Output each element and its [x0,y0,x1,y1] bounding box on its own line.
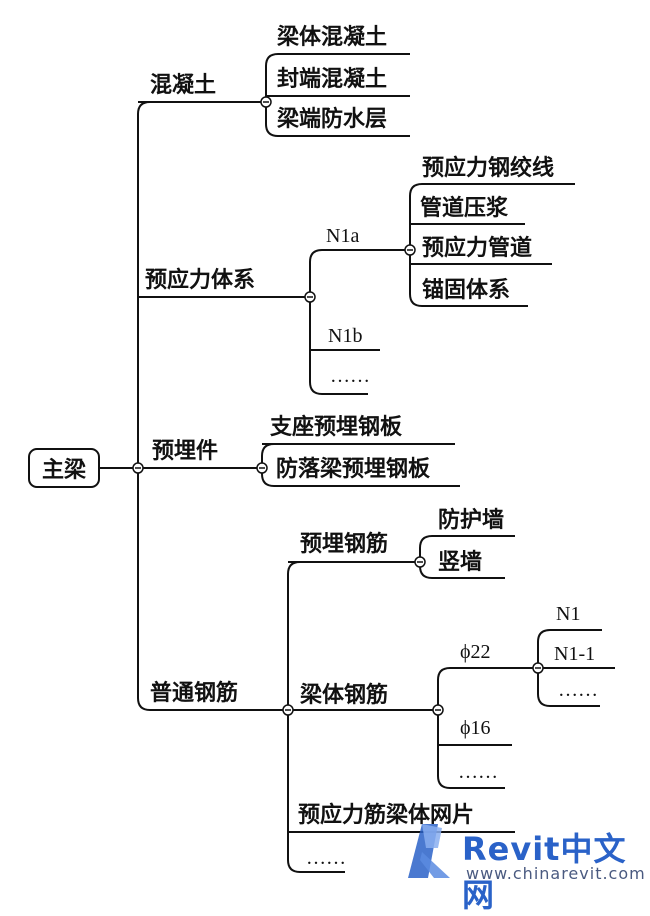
node-embedded-rebar: 预埋钢筋 [300,531,389,557]
revit-logo-icon [408,824,450,878]
node-end-seal-concrete: 封端混凝土 [277,66,388,92]
node-phi22: ϕ22 [460,641,491,663]
node-prestress-mesh: 预应力筋梁体网片 [298,802,475,828]
node-beam-rebar: 梁体钢筋 [300,682,389,708]
watermark: Revit中文网 www.chinarevit.com [398,818,648,914]
branch-concrete: 混凝土 [150,72,217,98]
node-n1: N1 [556,603,581,625]
node-beam-rebar-more: …… [458,761,498,783]
node-vertical-wall: 竖墙 [438,549,483,575]
node-anti-fall-plate: 防落梁预埋钢板 [276,456,431,482]
node-n1b: N1b [328,325,363,347]
node-prestress-more: …… [330,365,370,387]
node-bearing-plate: 支座预埋钢板 [270,414,403,440]
node-rebar-more: …… [306,847,346,869]
node-duct-grouting: 管道压浆 [420,195,509,221]
node-beam-end-waterproof: 梁端防水层 [277,106,388,132]
mind-map: 主梁 混凝土 预应力体系 预埋件 普通钢筋 梁体混凝土 封端混凝土 梁端防水层 … [28,24,648,914]
root-node: 主梁 [28,448,100,488]
node-anchorage: 锚固体系 [422,277,511,303]
branch-embedded-parts: 预埋件 [152,438,219,464]
node-prestress-duct: 预应力管道 [422,235,533,261]
node-strand: 预应力钢绞线 [422,155,555,181]
branch-ordinary-rebar: 普通钢筋 [150,680,239,706]
node-guard-wall: 防护墙 [438,507,505,533]
node-phi22-more: …… [558,679,598,701]
watermark-url: www.chinarevit.com [466,864,646,883]
node-n1a: N1a [326,225,360,247]
node-n1-1: N1-1 [554,643,596,665]
connector-lines [100,53,615,873]
node-phi16: ϕ16 [460,717,491,739]
branch-prestress: 预应力体系 [145,267,256,293]
collapse-knobs [132,96,544,716]
node-beam-concrete: 梁体混凝土 [277,24,388,50]
